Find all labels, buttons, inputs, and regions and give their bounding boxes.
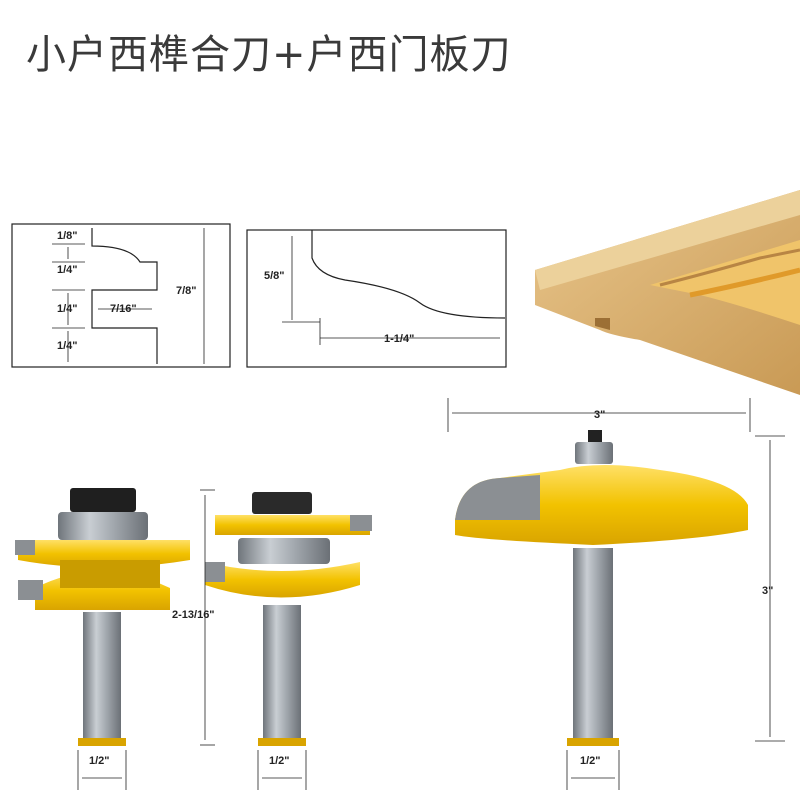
dim-label-panel-height: 3" — [762, 585, 773, 597]
profile-diagram-2: 5/8" 1-1/4" — [246, 229, 507, 368]
dim-label-shank-2: 1/2" — [269, 755, 290, 767]
router-bit-stile — [205, 492, 372, 746]
dim-label-5-8: 5/8" — [264, 270, 285, 282]
router-bit-panel-raiser — [455, 430, 748, 746]
dim-label-1-8: 1/8" — [57, 230, 78, 242]
page-title: 小户西榫合刀+户西门板刀 — [26, 32, 512, 78]
dim-label-shank-3: 1/2" — [580, 755, 601, 767]
dim-label-panel-width: 3" — [594, 409, 605, 421]
dim-label-1-4-b: 1/4" — [57, 303, 78, 315]
dim-label-7-16: 7/16" — [110, 303, 137, 315]
dim-label-7-8: 7/8" — [176, 285, 197, 297]
dim-label-2-13-16: 2-13/16" — [172, 609, 215, 621]
profile-diagram-1: 1/8" 1/4" 1/4" 1/4" 7/16" 7/8" — [11, 223, 231, 368]
dim-label-shank-1: 1/2" — [89, 755, 110, 767]
router-bit-rail — [15, 488, 190, 746]
dim-label-1-4-c: 1/4" — [57, 340, 78, 352]
wood-panel-sample — [535, 190, 800, 395]
dim-label-1-4-a: 1/4" — [57, 264, 78, 276]
bit-dimensions: 2-13/16" 3" 3" 1/2" 1/2" 1/2" — [77, 398, 785, 790]
dim-label-1-1-4: 1-1/4" — [384, 333, 414, 345]
